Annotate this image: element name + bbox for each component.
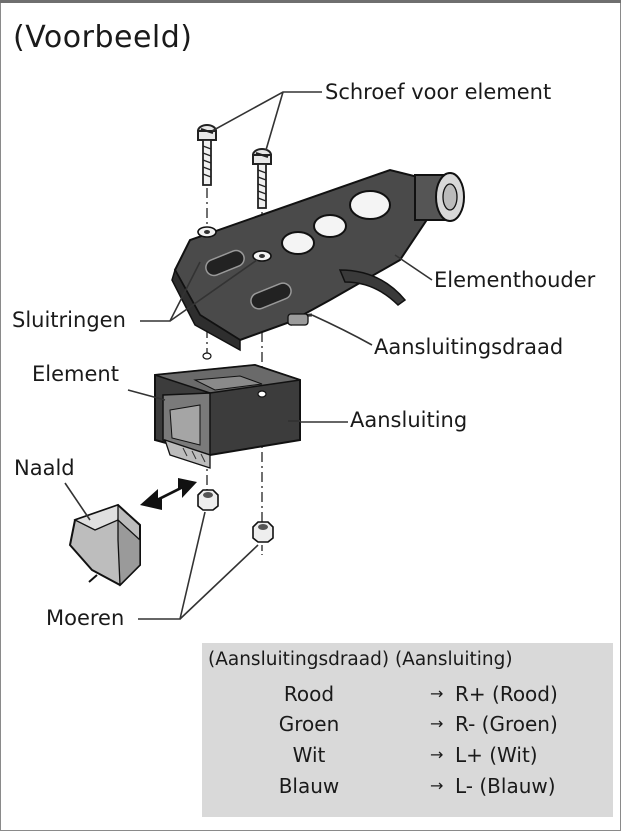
legend-arrow: → <box>430 714 444 733</box>
legend-terminal: R+ (Rood) <box>455 682 558 706</box>
label-needle: Naald <box>14 456 75 480</box>
legend-wire-color: Blauw <box>278 774 340 798</box>
legend-terminal: R- (Groen) <box>455 712 558 736</box>
legend-terminal: L- (Blauw) <box>455 774 556 798</box>
legend-arrow: → <box>430 684 444 703</box>
legend-row: Wit → L+ (Wit) <box>202 743 613 773</box>
legend-wire-color: Wit <box>292 743 326 767</box>
legend-header: (Aansluitingsdraad) (Aansluiting) <box>208 649 513 670</box>
wiring-legend: (Aansluitingsdraad) (Aansluiting) Rood →… <box>202 643 613 817</box>
legend-header-wire: (Aansluitingsdraad) <box>208 649 390 670</box>
nut-right <box>252 521 274 543</box>
label-wire: Aansluitingsdraad <box>374 335 564 359</box>
legend-wire-color: Rood <box>283 682 335 706</box>
legend-arrow: → <box>430 745 444 764</box>
legend-wire-color: Groen <box>278 712 340 736</box>
legend-row: Groen → R- (Groen) <box>202 712 613 742</box>
nut-left <box>197 489 219 511</box>
diagram-title: (Voorbeeld) <box>13 20 193 55</box>
top-rule <box>0 0 621 3</box>
legend-row: Blauw → L- (Blauw) <box>202 774 613 804</box>
legend-terminal: L+ (Wit) <box>455 743 538 767</box>
screw-right <box>252 148 272 209</box>
stylus-needle <box>68 503 141 587</box>
label-element: Element <box>32 362 119 386</box>
label-washers: Sluitringen <box>12 308 126 332</box>
legend-row: Rood → R+ (Rood) <box>202 682 613 712</box>
label-nuts: Moeren <box>46 606 125 630</box>
screw-left <box>197 124 217 186</box>
label-screw: Schroef voor element <box>325 80 552 104</box>
element-holder <box>171 168 465 352</box>
label-element-holder: Elementhouder <box>434 268 596 292</box>
legend-header-terminal: (Aansluiting) <box>394 649 513 670</box>
legend-arrow: → <box>430 776 444 795</box>
cartridge-element <box>154 363 301 469</box>
label-terminal: Aansluiting <box>350 408 468 432</box>
double-arrow <box>140 478 197 510</box>
